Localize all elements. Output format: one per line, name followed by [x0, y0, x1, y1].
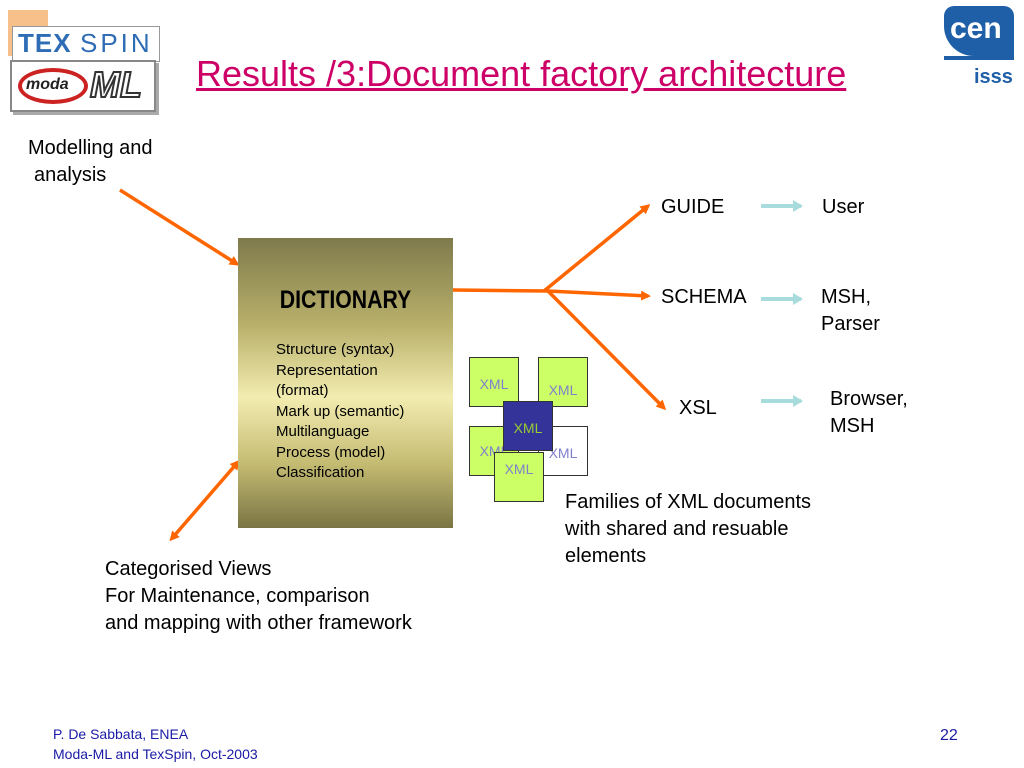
schema-label: SCHEMA — [661, 286, 747, 308]
dictionary-item: Mark up (semantic) — [276, 402, 405, 420]
schema-target-line2: Parser — [821, 313, 880, 335]
xml-box: XML — [494, 452, 544, 502]
xml-box-label: XML — [479, 376, 509, 392]
dictionary-box — [238, 238, 453, 528]
page-title: Results /3:Document factory architecture — [196, 53, 847, 94]
texspin-logo: TEX SPIN — [8, 10, 160, 62]
views-line3: and mapping with other framework — [105, 612, 412, 634]
xml-caption-line2: with shared and resuable — [565, 518, 789, 540]
xml-box: XML — [538, 426, 588, 476]
dictionary-item: Representation — [276, 361, 378, 379]
xml-box-label: XML — [513, 420, 543, 436]
xsl-target-line1: Browser, — [830, 388, 908, 410]
footer-event: Moda-ML and TexSpin, Oct-2003 — [53, 746, 258, 762]
xsl-arrow — [546, 289, 667, 411]
texspin-logo-part1: TEX — [18, 28, 72, 58]
schema-target-line1: MSH, — [821, 286, 871, 308]
xml-box-label: XML — [548, 382, 578, 398]
xml-box: XML — [469, 357, 519, 407]
schema-arrow — [547, 289, 651, 301]
modelling-label-line2: analysis — [34, 164, 107, 186]
modaml-logo: moda ML — [10, 60, 156, 112]
dictionary-item: Classification — [276, 464, 365, 481]
modelling-label-line1: Modelling and — [28, 137, 153, 159]
xml-box-label: XML — [548, 445, 578, 461]
guide-target-label: User — [822, 196, 865, 218]
page-number: 22 — [940, 727, 958, 744]
views-line1: Categorised Views — [105, 558, 272, 580]
dictionary-item: Structure (syntax) — [276, 341, 395, 358]
guide-arrow — [542, 204, 651, 293]
cen-logo-part2: isss — [974, 66, 1013, 88]
xml-caption-line1: Families of XML documents — [565, 491, 812, 513]
xml-box-shared: XML — [503, 401, 553, 451]
dictionary-item: (format) — [276, 382, 329, 399]
footer: P. De Sabbata, ENEA Moda-ML and TexSpin,… — [53, 724, 258, 764]
xsl-target-line2: MSH — [830, 415, 875, 437]
views-arrow — [169, 459, 240, 542]
cen-logo: cen isss — [944, 6, 1018, 90]
modelling-arrow — [119, 188, 240, 266]
xsl-label: XSL — [679, 397, 717, 419]
xml-box: XML — [538, 357, 588, 407]
dictionary-title: DICTIONARY — [279, 286, 412, 314]
modaml-logo-part2: ML — [89, 63, 143, 106]
guide-label: GUIDE — [661, 196, 725, 218]
dictionary-items: Structure (syntax) Representation (forma… — [276, 340, 404, 484]
xml-box-label: XML — [504, 461, 534, 477]
footer-author: P. De Sabbata, ENEA — [53, 726, 189, 742]
dictionary-output-line — [452, 288, 549, 293]
dictionary-item: Process (model) — [276, 443, 386, 461]
texspin-logo-part2: SPIN — [80, 28, 153, 58]
modaml-logo-part1: moda — [26, 76, 69, 93]
xml-caption-line3: elements — [565, 545, 647, 567]
cen-logo-part1: cen — [950, 12, 1002, 45]
views-line2: For Maintenance, comparison — [105, 585, 370, 607]
dictionary-item: Multilanguage — [276, 423, 370, 440]
